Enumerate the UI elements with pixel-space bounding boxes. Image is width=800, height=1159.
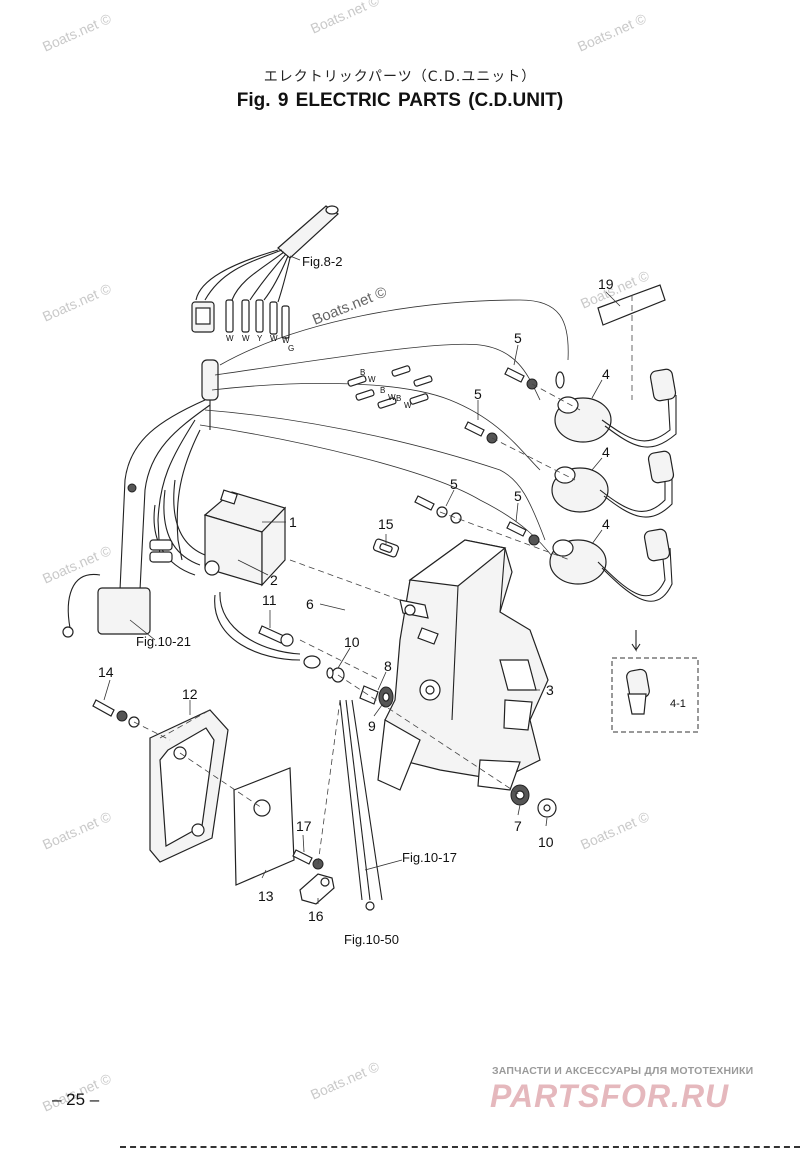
figure-title-japanese: エレクトリックパーツ（C.D.ユニット） bbox=[263, 69, 537, 85]
callout-1: 1 bbox=[289, 514, 297, 530]
wire-code: W bbox=[242, 334, 250, 343]
callout-2: 2 bbox=[270, 572, 278, 588]
ignition-coil-lower bbox=[549, 528, 673, 602]
callout-10: 10 bbox=[538, 834, 554, 850]
wire-code: W bbox=[388, 393, 396, 402]
callout-15: 15 bbox=[378, 516, 394, 532]
detail-box-4-1 bbox=[611, 630, 699, 733]
cover-12 bbox=[149, 709, 229, 863]
callout-4: 4 bbox=[602, 444, 610, 460]
bolt-14 bbox=[92, 699, 140, 728]
wire-code: Y bbox=[257, 334, 263, 343]
wiring-harness-sleeve bbox=[277, 205, 339, 259]
callout-11: 11 bbox=[262, 592, 277, 608]
reference-fig-10-17: Fig.10-17 bbox=[402, 850, 457, 865]
connector-block bbox=[191, 301, 215, 333]
wire-code: W bbox=[270, 334, 278, 343]
callout-6: 6 bbox=[306, 596, 314, 612]
callout-5: 5 bbox=[514, 488, 522, 504]
page-number: – 25 – bbox=[52, 1090, 100, 1109]
callout-3: 3 bbox=[546, 682, 554, 698]
ignition-coil-middle bbox=[551, 450, 675, 518]
reference-fig-8-2: Fig.8-2 bbox=[302, 254, 343, 269]
wire-code: B bbox=[380, 386, 386, 395]
coil-wires bbox=[199, 299, 569, 561]
wire-terminals bbox=[347, 365, 433, 409]
seller-note: ЗАПЧАСТИ И АКСЕССУАРЫ ДЛЯ МОТОТЕХНИКИ bbox=[492, 1065, 754, 1077]
mounting-bracket bbox=[377, 539, 549, 791]
collar-grommet-washer bbox=[326, 667, 394, 708]
callout-16: 16 bbox=[308, 908, 324, 924]
callout-14: 14 bbox=[98, 664, 114, 680]
cd-unit-box bbox=[203, 489, 287, 587]
screw-17 bbox=[292, 849, 324, 870]
callout-9: 9 bbox=[368, 718, 376, 734]
callout-5: 5 bbox=[450, 476, 458, 492]
alignment-lines bbox=[133, 383, 581, 865]
coil-bolts bbox=[414, 367, 540, 546]
wiring-harness bbox=[195, 249, 291, 303]
reference-fig-10-21: Fig.10-21 bbox=[136, 634, 191, 649]
bolt-11 bbox=[258, 625, 294, 647]
bottom-rule bbox=[120, 1146, 800, 1148]
callout-19: 19 bbox=[598, 276, 614, 292]
clip-15 bbox=[372, 538, 400, 558]
callout-7: 7 bbox=[514, 818, 522, 834]
callout-4: 4 bbox=[602, 516, 610, 532]
bullet-connectors bbox=[225, 299, 290, 339]
reference-fig-10-50: Fig.10-50 bbox=[344, 932, 399, 947]
gasket-13 bbox=[233, 767, 295, 886]
wire-code: W bbox=[282, 336, 290, 345]
callout-13: 13 bbox=[258, 888, 274, 904]
wire-code: B bbox=[396, 394, 402, 403]
callout-5: 5 bbox=[514, 330, 522, 346]
harness-to-cd-unit bbox=[149, 479, 206, 576]
callout-leaders bbox=[103, 255, 621, 904]
wire-code: W bbox=[404, 401, 412, 410]
wire-code: W bbox=[368, 375, 376, 384]
seller-logo: PARTSFOR.RU bbox=[490, 1078, 730, 1114]
callout-17: 17 bbox=[296, 818, 312, 834]
figure-title: Fig. 9 ELECTRIC PARTS (C.D.UNIT) bbox=[236, 90, 564, 111]
ground-wire bbox=[214, 591, 321, 669]
clamp-16 bbox=[299, 873, 335, 905]
callout-4: 4 bbox=[602, 366, 610, 382]
round-connector bbox=[201, 359, 219, 430]
ignition-coil-upper bbox=[554, 368, 677, 448]
decal-19 bbox=[597, 284, 666, 400]
wire-code: G bbox=[288, 344, 295, 353]
wire-code: B bbox=[360, 368, 366, 377]
callout-12: 12 bbox=[182, 686, 198, 702]
wire-code: W bbox=[226, 334, 234, 343]
callout-5: 5 bbox=[474, 386, 482, 402]
grommet-7 bbox=[510, 784, 557, 818]
callout-10: 10 bbox=[344, 634, 360, 650]
left-harness bbox=[62, 399, 211, 638]
callout-4-1: 4-1 bbox=[670, 698, 686, 710]
callout-8: 8 bbox=[384, 658, 392, 674]
